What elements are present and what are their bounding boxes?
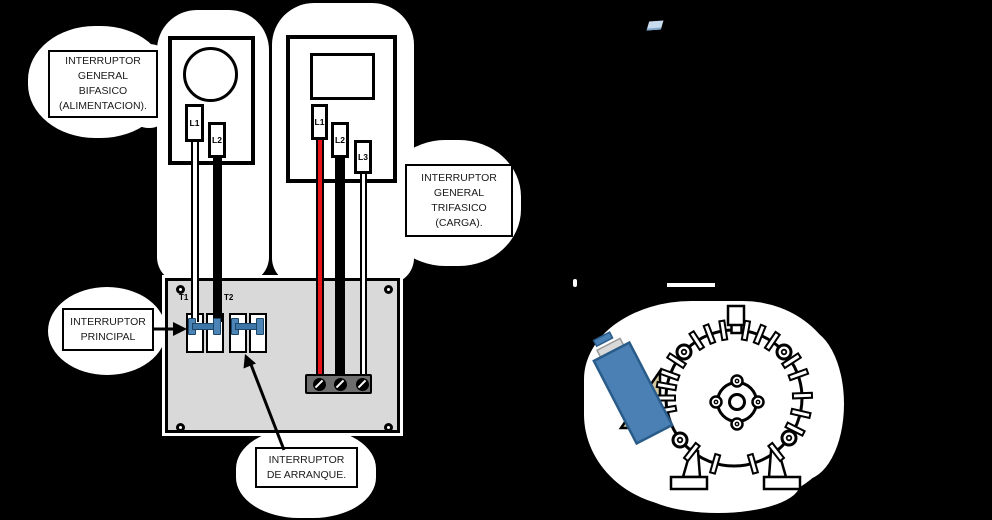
terminal-l3-load: L3 xyxy=(354,140,372,174)
label-line: (ALIMENTACION). xyxy=(59,100,147,112)
motor-fin xyxy=(787,367,810,382)
meter-dial-icon xyxy=(183,47,238,102)
motor-fin xyxy=(791,391,814,400)
label-line: INTERRUPTOR xyxy=(65,55,141,67)
wire-l2-black-load xyxy=(335,155,345,381)
wire-l3-white xyxy=(359,172,367,381)
terminal-screw-icon xyxy=(312,377,326,391)
motor-fin xyxy=(682,441,702,463)
terminal-screw-icon xyxy=(333,377,347,391)
label-line: TRIFASICO xyxy=(431,201,487,214)
screw-icon xyxy=(176,285,185,294)
rim-bolt-icon xyxy=(775,343,793,361)
motor-junction-box xyxy=(726,304,746,327)
motor-fin xyxy=(658,367,681,382)
motor-foot-base-right xyxy=(762,475,802,491)
terminal-label: L1 xyxy=(314,117,325,127)
hub-bolt-icon xyxy=(751,395,765,409)
main-switch-toggle[interactable] xyxy=(188,318,221,335)
terminal-label: L2 xyxy=(335,135,345,145)
motor-foot-base-left xyxy=(669,475,709,491)
motor-fin xyxy=(763,330,782,352)
motor-illustration xyxy=(592,304,814,491)
label-line: INTERRUPTOR xyxy=(268,453,345,466)
terminal-l2-load: L2 xyxy=(331,122,349,158)
label-line: GENERAL xyxy=(77,70,129,82)
label-line: (CARGA). xyxy=(435,216,483,229)
motor-fin xyxy=(789,407,812,420)
terminal-l1: L1 xyxy=(185,104,204,142)
screw-icon xyxy=(384,423,393,432)
rim-bolt-icon xyxy=(671,431,689,449)
hub-bolt-icon xyxy=(730,417,744,431)
terminal-label: L3 xyxy=(358,152,368,162)
wire-l2-black xyxy=(212,155,222,322)
motor-shaft xyxy=(728,393,746,411)
toggle-cap xyxy=(213,318,221,335)
terminal-label: L1 xyxy=(189,118,200,128)
hub-bolt-icon xyxy=(709,395,723,409)
label-interruptor-arranque: INTERRUPTOR DE ARRANQUE. xyxy=(255,447,358,488)
toggle-cap xyxy=(256,318,264,335)
stray-blue-artifact xyxy=(646,20,664,31)
motor-fin xyxy=(718,319,729,342)
motor-fin xyxy=(746,452,760,475)
rim-bolt-icon xyxy=(675,343,693,361)
label-interruptor-trifasico: INTERRUPTOR GENERAL TRIFASICO (CARGA). xyxy=(405,164,513,237)
capacitor-body xyxy=(592,340,674,446)
screw-icon xyxy=(384,285,393,294)
terminal-l2: L2 xyxy=(208,122,226,158)
start-switch-toggle[interactable] xyxy=(231,318,264,335)
motor-fin xyxy=(780,352,803,370)
label-line: INTERRUPTOR xyxy=(421,171,497,184)
motor-fin xyxy=(688,329,706,352)
wire-l1-red xyxy=(315,138,324,381)
motor-fin xyxy=(665,352,688,370)
hub-bolt-icon xyxy=(730,374,744,388)
motor-fin xyxy=(766,441,786,463)
label-line: PRINCIPAL xyxy=(80,330,136,343)
label-line: GENERAL xyxy=(433,186,485,199)
motor-fin xyxy=(752,323,767,346)
terminal-l1-load: L1 xyxy=(311,104,328,140)
motor-fins xyxy=(655,319,814,475)
motor-fin xyxy=(702,322,717,346)
terminal-t2-label: T2 xyxy=(224,293,234,302)
capacitor-terminal-tick xyxy=(592,331,614,348)
terminal-label: L2 xyxy=(212,135,222,145)
label-line: DE ARRANQUE. xyxy=(266,468,347,481)
rim-bolt-icon xyxy=(780,429,798,447)
motor-fin xyxy=(655,380,678,392)
terminal-screw-icon xyxy=(355,377,369,391)
motor-fin xyxy=(708,452,722,475)
label-interruptor-principal: INTERRUPTOR PRINCIPAL xyxy=(62,308,154,351)
label-interruptor-bifasico: INTERRUPTOR GENERAL BIFASICO (ALIMENTACI… xyxy=(48,50,158,118)
terminal-t1-label: T1 xyxy=(179,293,189,302)
cloud-fragment xyxy=(573,279,577,287)
wire-l1-white xyxy=(190,138,199,322)
meter-display-icon xyxy=(310,53,375,100)
motor-fin xyxy=(740,319,752,342)
cloud-fragment xyxy=(667,283,715,287)
screw-icon xyxy=(176,423,185,432)
label-line: BIFASICO xyxy=(78,85,128,97)
label-line: INTERRUPTOR xyxy=(70,315,146,328)
